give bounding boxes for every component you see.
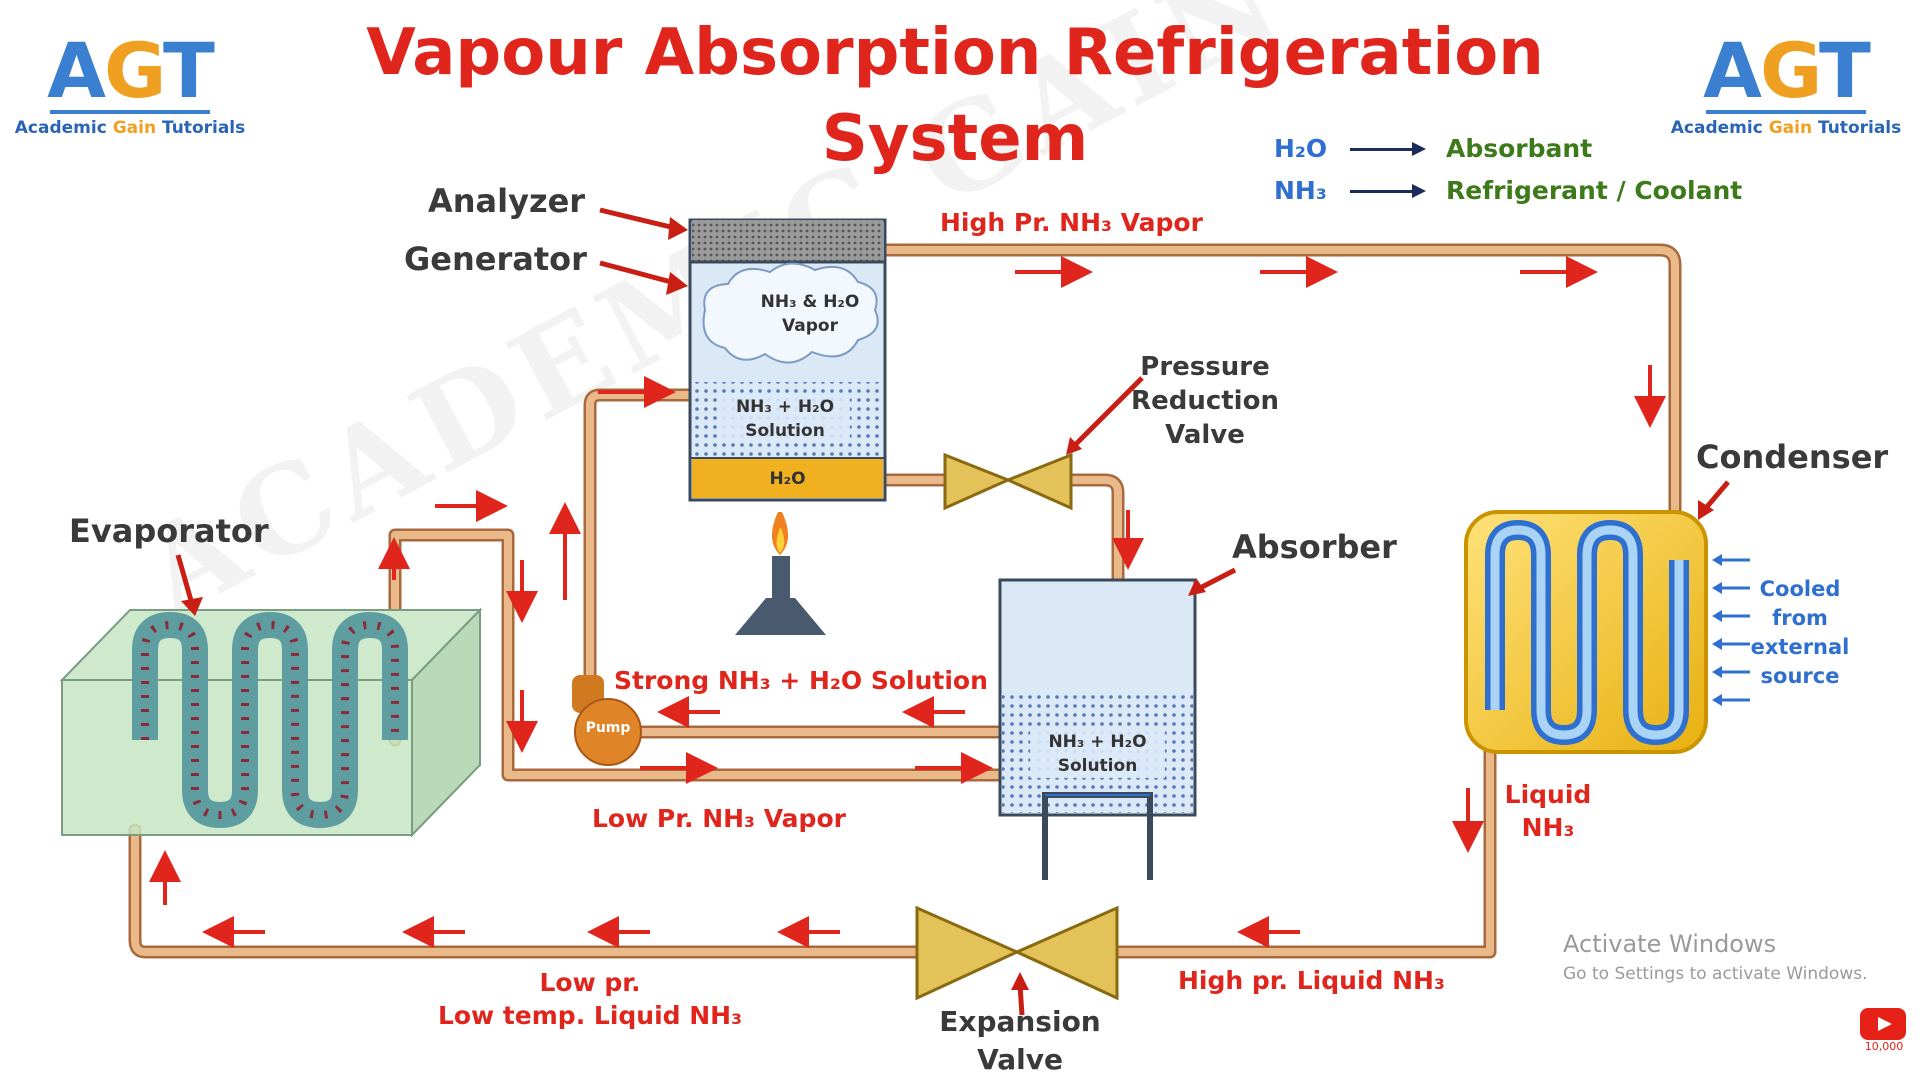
evaporator-box [59,607,483,838]
arrow-right-icon [1350,139,1430,159]
analyzer-label: Analyzer [428,182,586,220]
pipes [128,243,1682,959]
legend-row-refrigerant: NH₃ Refrigerant / Coolant [1274,176,1742,205]
liquid-nh3-label: Liquid NH₃ [1504,780,1592,842]
pressure-reduction-valve-label: Pressure Reduction Valve [1131,352,1279,450]
agt-logo-left: AGT Academic Gain Tutorials [10,26,250,139]
condenser-unit [1464,510,1750,754]
pump-label: Pump [585,720,631,736]
generator-vessel [688,218,887,502]
low-pr-vapor-label: Low Pr. NH₃ Vapor [592,804,846,833]
evaporator-label: Evaporator [69,512,269,550]
arrow-right-icon [1350,181,1430,201]
cooling-arrows [1718,558,1750,702]
activate-title: Activate Windows [1563,930,1777,958]
low-pr-low-temp-label: Low pr. Low temp. Liquid NH₃ [437,968,743,1030]
legend-chem: NH₃ [1274,176,1327,205]
title-line-1: Vapour Absorption Refrigeration [366,16,1544,90]
absorber-label: Absorber [1232,528,1397,566]
legend-role: Refrigerant / Coolant [1446,176,1743,205]
agt-logo-right: AGT Academic Gain Tutorials [1666,26,1906,139]
condenser-label: Condenser [1696,438,1889,476]
logo-mark: AGT [1703,26,1871,115]
legend-chem: H₂O [1274,134,1328,163]
logo-mark: AGT [47,26,215,115]
expansion-valve [915,905,1119,1001]
activate-subtitle: Go to Settings to activate Windows. [1563,964,1868,984]
absorber-solution-label: NH₃ + H₂O Solution [1030,730,1165,778]
flow-arrows [149,256,1666,948]
absorber-inlet-arrows [1044,832,1151,862]
logo-subtitle: Academic Gain Tutorials [14,118,246,138]
logo-underline [50,110,210,114]
cooling-source-label: Cooled from external source [1750,577,1850,688]
title-line-2: System [821,102,1089,176]
strong-solution-label: Strong NH₃ + H₂O Solution [614,666,988,695]
youtube-icon[interactable] [1860,1008,1906,1040]
logo-underline [1706,110,1866,114]
generator-vapor-label: NH₃ & H₂O Vapor [760,292,860,336]
callout-arrows [175,207,1730,1016]
generator-solution-label: NH₃ + H₂O Solution [720,395,850,443]
high-pr-vapor-label: High Pr. NH₃ Vapor [940,208,1203,237]
expansion-valve-label: Expansion Valve [939,1005,1101,1076]
generator-water-label: H₂O [769,469,806,489]
legend-role: Absorbant [1446,134,1593,163]
generator-label: Generator [404,240,587,278]
pressure-reduction-valve [943,452,1073,511]
pump-icon [572,675,642,766]
subscriber-count: 10,000 [1864,1040,1904,1053]
activate-windows-notice: Activate Windows Go to Settings to activ… [1563,930,1868,984]
logo-subtitle: Academic Gain Tutorials [1670,118,1902,138]
high-pr-liquid-label: High pr. Liquid NH₃ [1178,966,1445,995]
legend-row-absorbant: H₂O Absorbant [1274,134,1592,163]
analyzer-section [692,220,883,262]
burner-icon [735,512,826,635]
